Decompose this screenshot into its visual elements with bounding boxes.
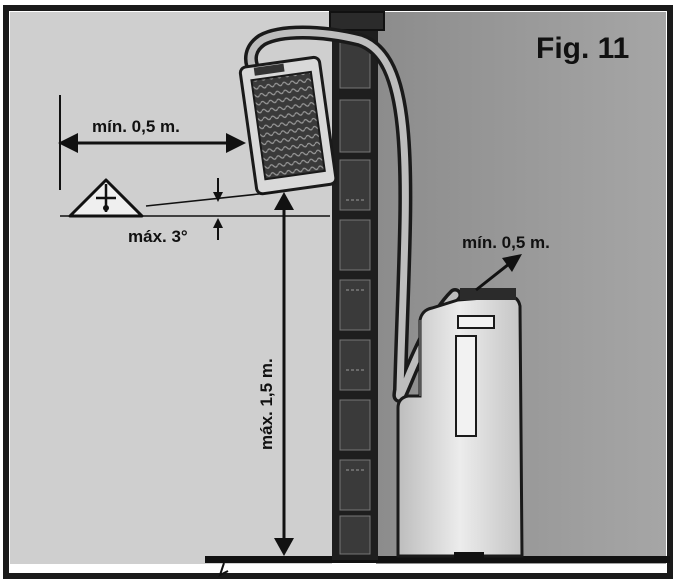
outdoor-clearance-label: mín. 0,5 m. bbox=[92, 117, 180, 136]
indoor-clearance-dimension: mín. 0,5 m. bbox=[462, 233, 550, 292]
angle-indicator: máx. 3° bbox=[128, 178, 223, 246]
indoor-unit-panel bbox=[457, 315, 495, 329]
height-dimension: máx. 1,5 m. bbox=[257, 192, 294, 556]
outdoor-unit-grille bbox=[250, 70, 326, 181]
indoor-portable-unit bbox=[396, 288, 524, 560]
wall-top-bracket bbox=[329, 11, 385, 31]
floor-mark bbox=[218, 562, 229, 577]
figure-frame bbox=[3, 5, 673, 579]
outdoor-unit bbox=[238, 55, 338, 196]
brick-wall-column bbox=[332, 30, 378, 560]
outdoor-clearance-dimension: mín. 0,5 m. bbox=[58, 95, 246, 190]
max-height-label: máx. 1,5 m. bbox=[257, 358, 276, 450]
floor-line bbox=[205, 556, 670, 563]
figure-title: Fig. 11 bbox=[536, 32, 629, 65]
indoor-clearance-label: mín. 0,5 m. bbox=[462, 233, 550, 252]
max-angle-label: máx. 3° bbox=[128, 227, 188, 246]
